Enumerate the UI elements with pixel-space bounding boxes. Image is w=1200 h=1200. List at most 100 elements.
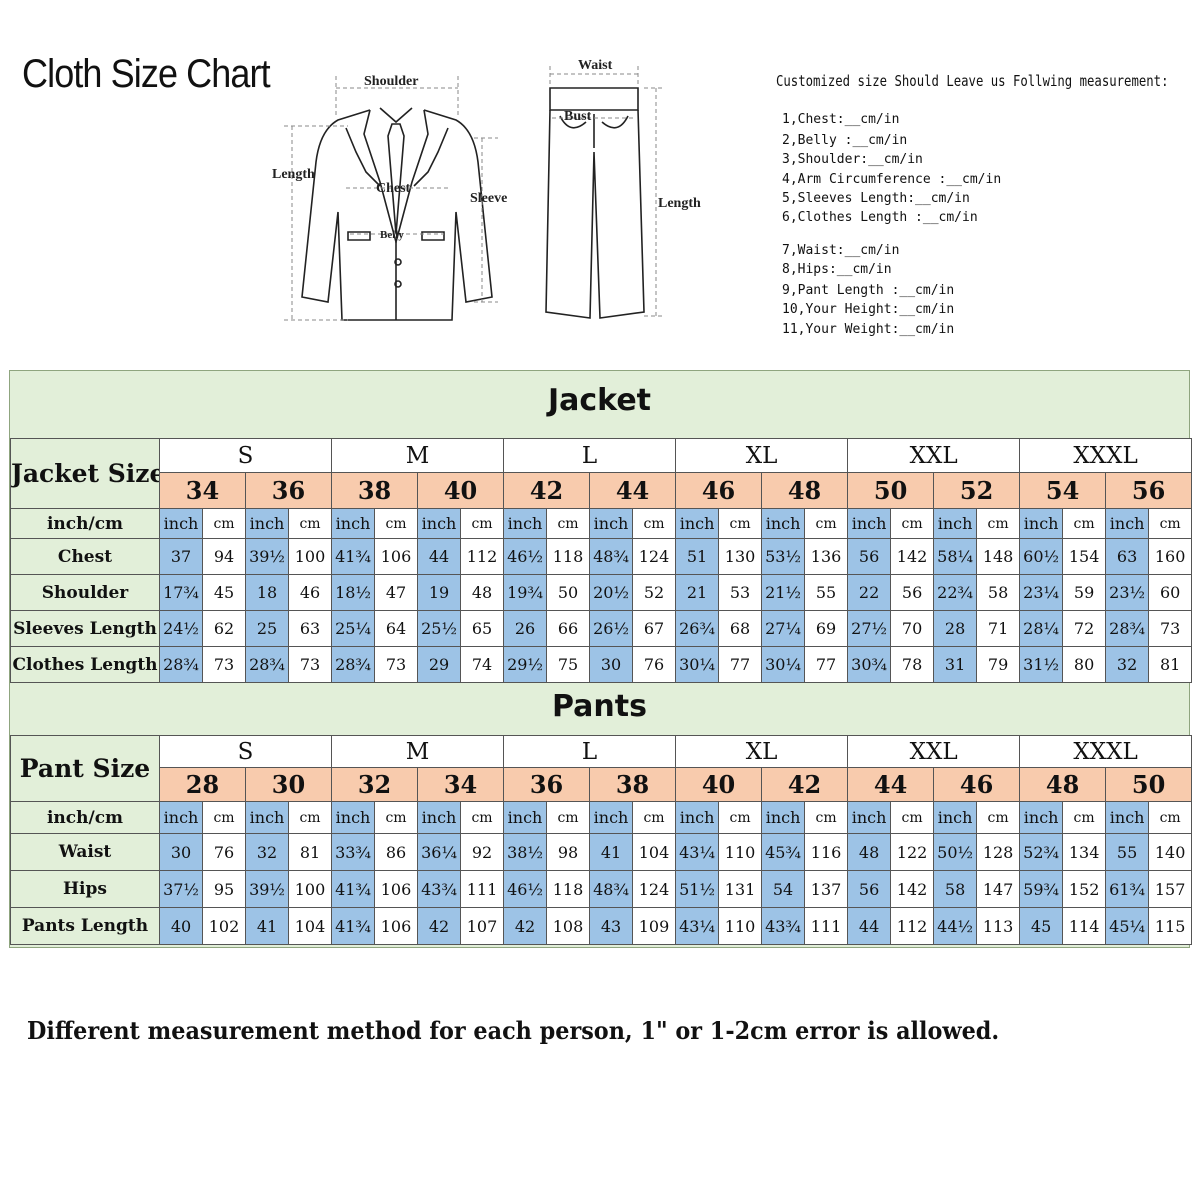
jacket-size-label: Jacket Size <box>10 438 160 509</box>
cm-value-cell: 137 <box>804 870 849 908</box>
size-letter-xxxl: XXXL <box>1019 735 1193 768</box>
cm-value-cell: 64 <box>374 610 419 647</box>
size-number-36: 36 <box>503 767 591 802</box>
inch-value-cell: 45 <box>1019 907 1064 945</box>
unit-cm-cell: cm <box>890 508 935 539</box>
cm-value-cell: 112 <box>890 907 935 945</box>
inch-value-cell: 26¾ <box>675 610 720 647</box>
inch-value-cell: 61¾ <box>1105 870 1150 908</box>
cm-value-cell: 63 <box>287 610 333 647</box>
inch-value-cell: 51 <box>675 538 720 575</box>
cm-value-cell: 118 <box>546 870 591 908</box>
cm-value-cell: 110 <box>718 907 763 945</box>
inch-value-cell: 52¾ <box>1019 833 1064 871</box>
size-letter-xl: XL <box>675 735 849 768</box>
inch-value-cell: 42 <box>503 907 548 945</box>
measurement-item: 7,Waist:__cm/in <box>782 243 900 258</box>
cm-value-cell: 68 <box>718 610 763 647</box>
cm-value-cell: 130 <box>718 538 763 575</box>
unit-inch-cell: inch <box>331 801 376 834</box>
cm-value-cell: 106 <box>374 870 419 908</box>
inch-value-cell: 56 <box>847 538 892 575</box>
row-label: Pants Length <box>10 907 160 945</box>
pants-size-label: Pant Size <box>10 735 160 802</box>
size-number-48: 48 <box>761 472 849 509</box>
unit-inch-cell: inch <box>933 801 978 834</box>
cm-value-cell: 59 <box>1062 574 1107 611</box>
inch-value-cell: 28¾ <box>1105 610 1150 647</box>
unit-inch-cell: inch <box>417 801 462 834</box>
unit-inch-cell: inch <box>503 508 548 539</box>
unit-row-label: inch/cm <box>10 801 160 834</box>
cm-value-cell: 80 <box>1062 646 1107 683</box>
measurement-item: 1,Chest:__cm/in <box>782 112 900 127</box>
inch-value-cell: 43 <box>589 907 634 945</box>
unit-cm-cell: cm <box>202 508 246 539</box>
measurement-item: 10,Your Height:__cm/in <box>782 302 955 317</box>
cm-value-cell: 95 <box>202 870 246 908</box>
row-label: Waist <box>10 833 160 871</box>
cm-value-cell: 124 <box>632 538 677 575</box>
inch-value-cell: 41¾ <box>331 870 376 908</box>
cm-value-cell: 76 <box>632 646 677 683</box>
size-letter-xxl: XXL <box>847 438 1021 473</box>
cm-value-cell: 70 <box>890 610 935 647</box>
cm-value-cell: 107 <box>460 907 505 945</box>
cm-value-cell: 109 <box>632 907 677 945</box>
unit-cm-cell: cm <box>374 508 419 539</box>
measurement-item: 8,Hips:__cm/in <box>782 262 892 277</box>
unit-inch-cell: inch <box>675 801 720 834</box>
size-letter-xxxl: XXXL <box>1019 438 1193 473</box>
unit-cm-cell: cm <box>1148 801 1193 834</box>
size-number-32: 32 <box>331 767 419 802</box>
cm-value-cell: 76 <box>202 833 246 871</box>
unit-row-label: inch/cm <box>10 508 160 539</box>
cm-value-cell: 73 <box>202 646 246 683</box>
inch-value-cell: 43¾ <box>761 907 806 945</box>
jacket-diagram: Shoulder Length Chest Sleeve Belly <box>262 62 522 332</box>
inch-value-cell: 28 <box>933 610 978 647</box>
cm-value-cell: 72 <box>1062 610 1107 647</box>
unit-cm-cell: cm <box>1062 508 1107 539</box>
cm-value-cell: 157 <box>1148 870 1193 908</box>
cm-value-cell: 114 <box>1062 907 1107 945</box>
unit-cm-cell: cm <box>804 508 849 539</box>
inch-value-cell: 19 <box>417 574 462 611</box>
inch-value-cell: 45¾ <box>761 833 806 871</box>
unit-cm-cell: cm <box>287 508 333 539</box>
unit-inch-cell: inch <box>159 801 203 834</box>
size-letter-m: M <box>331 438 505 473</box>
inch-value-cell: 41¾ <box>331 538 376 575</box>
cm-value-cell: 55 <box>804 574 849 611</box>
size-number-38: 38 <box>589 767 677 802</box>
inch-value-cell: 20½ <box>589 574 634 611</box>
pants-length-label: Length <box>658 196 701 211</box>
cm-value-cell: 160 <box>1148 538 1193 575</box>
unit-cm-cell: cm <box>718 508 763 539</box>
inch-value-cell: 33¾ <box>331 833 376 871</box>
inch-value-cell: 45¼ <box>1105 907 1150 945</box>
pants-bust-label: Bust <box>564 109 592 124</box>
cm-value-cell: 47 <box>374 574 419 611</box>
row-label: Chest <box>10 538 160 575</box>
unit-cm-cell: cm <box>202 801 246 834</box>
inch-value-cell: 27¼ <box>761 610 806 647</box>
inch-value-cell: 27½ <box>847 610 892 647</box>
cm-value-cell: 124 <box>632 870 677 908</box>
inch-value-cell: 37½ <box>159 870 203 908</box>
measurement-item: 6,Clothes Length :__cm/in <box>782 210 978 225</box>
measurement-item: 3,Shoulder:__cm/in <box>782 152 923 167</box>
unit-inch-cell: inch <box>417 508 462 539</box>
size-number-34: 34 <box>417 767 505 802</box>
size-number-46: 46 <box>675 472 763 509</box>
measurement-item: 5,Sleeves Length:__cm/in <box>782 191 970 206</box>
unit-cm-cell: cm <box>287 801 333 834</box>
jacket-section-title: Jacket <box>547 383 652 418</box>
inch-value-cell: 22¾ <box>933 574 978 611</box>
pants-diagram: Waist Bust Length <box>540 52 720 342</box>
inch-value-cell: 25 <box>245 610 289 647</box>
inch-value-cell: 43¼ <box>675 907 720 945</box>
cm-value-cell: 104 <box>632 833 677 871</box>
